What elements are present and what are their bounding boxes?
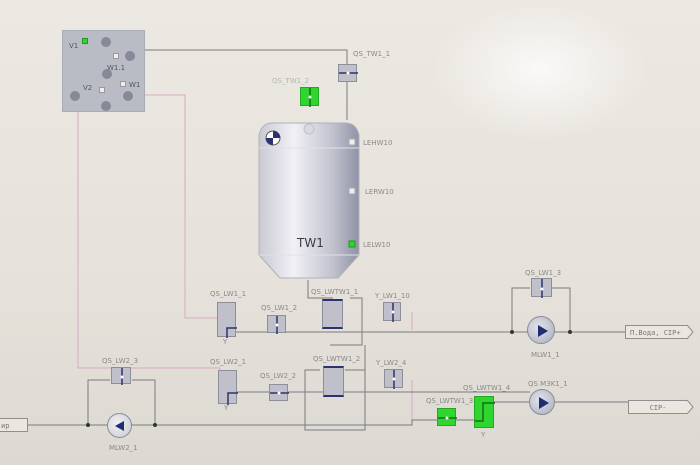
return-output-tag[interactable]: CIP- <box>628 400 687 414</box>
valve-port-icon <box>70 91 80 101</box>
qs-lwtw1-3-valve[interactable] <box>437 408 457 426</box>
return-output-label: CIP- <box>649 404 667 412</box>
qs-tw1-2-valve[interactable] <box>300 87 319 107</box>
qs-lw1-1-label: QS_LW1_1 <box>210 290 247 298</box>
supply-output-label: П.Вода, CIP+ <box>630 329 681 337</box>
valve-port-icon <box>101 101 111 111</box>
mlw2-1-pump[interactable] <box>107 413 132 438</box>
qs-lwtw1-2-valve[interactable] <box>323 366 344 397</box>
pump-arrow-right-icon <box>539 397 549 409</box>
qs-lw2-2-valve[interactable] <box>269 384 289 401</box>
qs-tw1-1-valve[interactable] <box>338 64 358 82</box>
qs-mzk1-1-label: QS MЗK1_1 <box>528 380 568 388</box>
valve-port-icon <box>102 69 112 79</box>
sensor-lerw10-label: LERW10 <box>365 188 394 196</box>
valve-port-icon <box>123 91 133 101</box>
qs-lw1-2-label: QS_LW1_2 <box>261 304 298 312</box>
sensor-lehw10-label: LEHW10 <box>363 139 393 147</box>
qs-lwtw1-3-label: QS_LWTW1_3 <box>426 397 474 405</box>
qs-lwtw1-2-label: QS_LWTW1_2 <box>313 355 361 363</box>
qs-lw2-1-valve[interactable] <box>218 370 238 405</box>
qs-lwtw1-1-valve[interactable] <box>322 299 343 329</box>
y-symbol: Y <box>224 404 229 412</box>
left-truncated-label: ир <box>1 422 10 430</box>
qs-tw1-1-label: QS_TW1_1 <box>353 50 391 58</box>
mlw2-1-label: MLW2_1 <box>109 444 138 452</box>
w1-1-indicator <box>113 53 119 59</box>
pump-arrow-left-icon <box>115 421 124 431</box>
qs-lw2-3-label: QS_LW2_3 <box>102 357 139 365</box>
tank-name: TW1 <box>297 236 324 250</box>
v1-indicator <box>82 38 88 44</box>
y-symbol: Y <box>481 431 486 439</box>
supply-output-tag[interactable]: П.Вода, CIP+ <box>625 325 687 339</box>
left-truncated-tag[interactable]: ир <box>0 418 28 432</box>
qs-lw2-2-label: QS_LW2_2 <box>260 372 297 380</box>
y-lw1-10-valve[interactable] <box>383 302 401 322</box>
v1-label: V1 <box>69 42 79 50</box>
qs-lwtw1-1-label: QS_LWTW1_1 <box>311 288 359 296</box>
valve-port-icon <box>101 37 111 47</box>
w1-1-label: W1.1 <box>107 64 126 72</box>
v2-indicator <box>99 87 105 93</box>
mlw1-1-label: MLW1_1 <box>531 351 560 359</box>
valve-port-icon <box>125 51 135 61</box>
qs-lw1-2-valve[interactable] <box>267 315 286 334</box>
mlw1-1-pump[interactable] <box>527 316 555 344</box>
w1-indicator <box>120 81 126 87</box>
qs-lw2-3-valve[interactable] <box>111 367 131 385</box>
sensor-lelw10-label: LELW10 <box>363 241 391 249</box>
mixer-control-panel[interactable]: V1 W1.1 V2 W1 <box>62 30 145 112</box>
v2-label: V2 <box>83 84 93 92</box>
qs-lwtw1-4-valve[interactable] <box>474 396 495 428</box>
qs-mzk1-1-pump[interactable] <box>529 389 555 415</box>
y-lw2-4-valve[interactable] <box>384 369 403 389</box>
pump-arrow-right-icon <box>538 325 548 337</box>
qs-tw1-2-label: QS_TW1_2 <box>272 77 310 85</box>
y-lw1-10-label: Y_LW1_10 <box>375 292 410 300</box>
y-symbol: Y <box>223 338 228 346</box>
qs-lw1-3-label: QS_LW1_3 <box>525 269 562 277</box>
w1-label: W1 <box>129 81 141 89</box>
qs-lwtw1-4-label: QS_LWTW1_4 <box>463 384 511 392</box>
qs-lw1-1-valve[interactable] <box>217 302 237 338</box>
qs-lw1-3-valve[interactable] <box>531 278 552 298</box>
qs-lw2-1-label: QS_LW2_1 <box>210 358 247 366</box>
y-lw2-4-label: Y_LW2_4 <box>376 359 407 367</box>
